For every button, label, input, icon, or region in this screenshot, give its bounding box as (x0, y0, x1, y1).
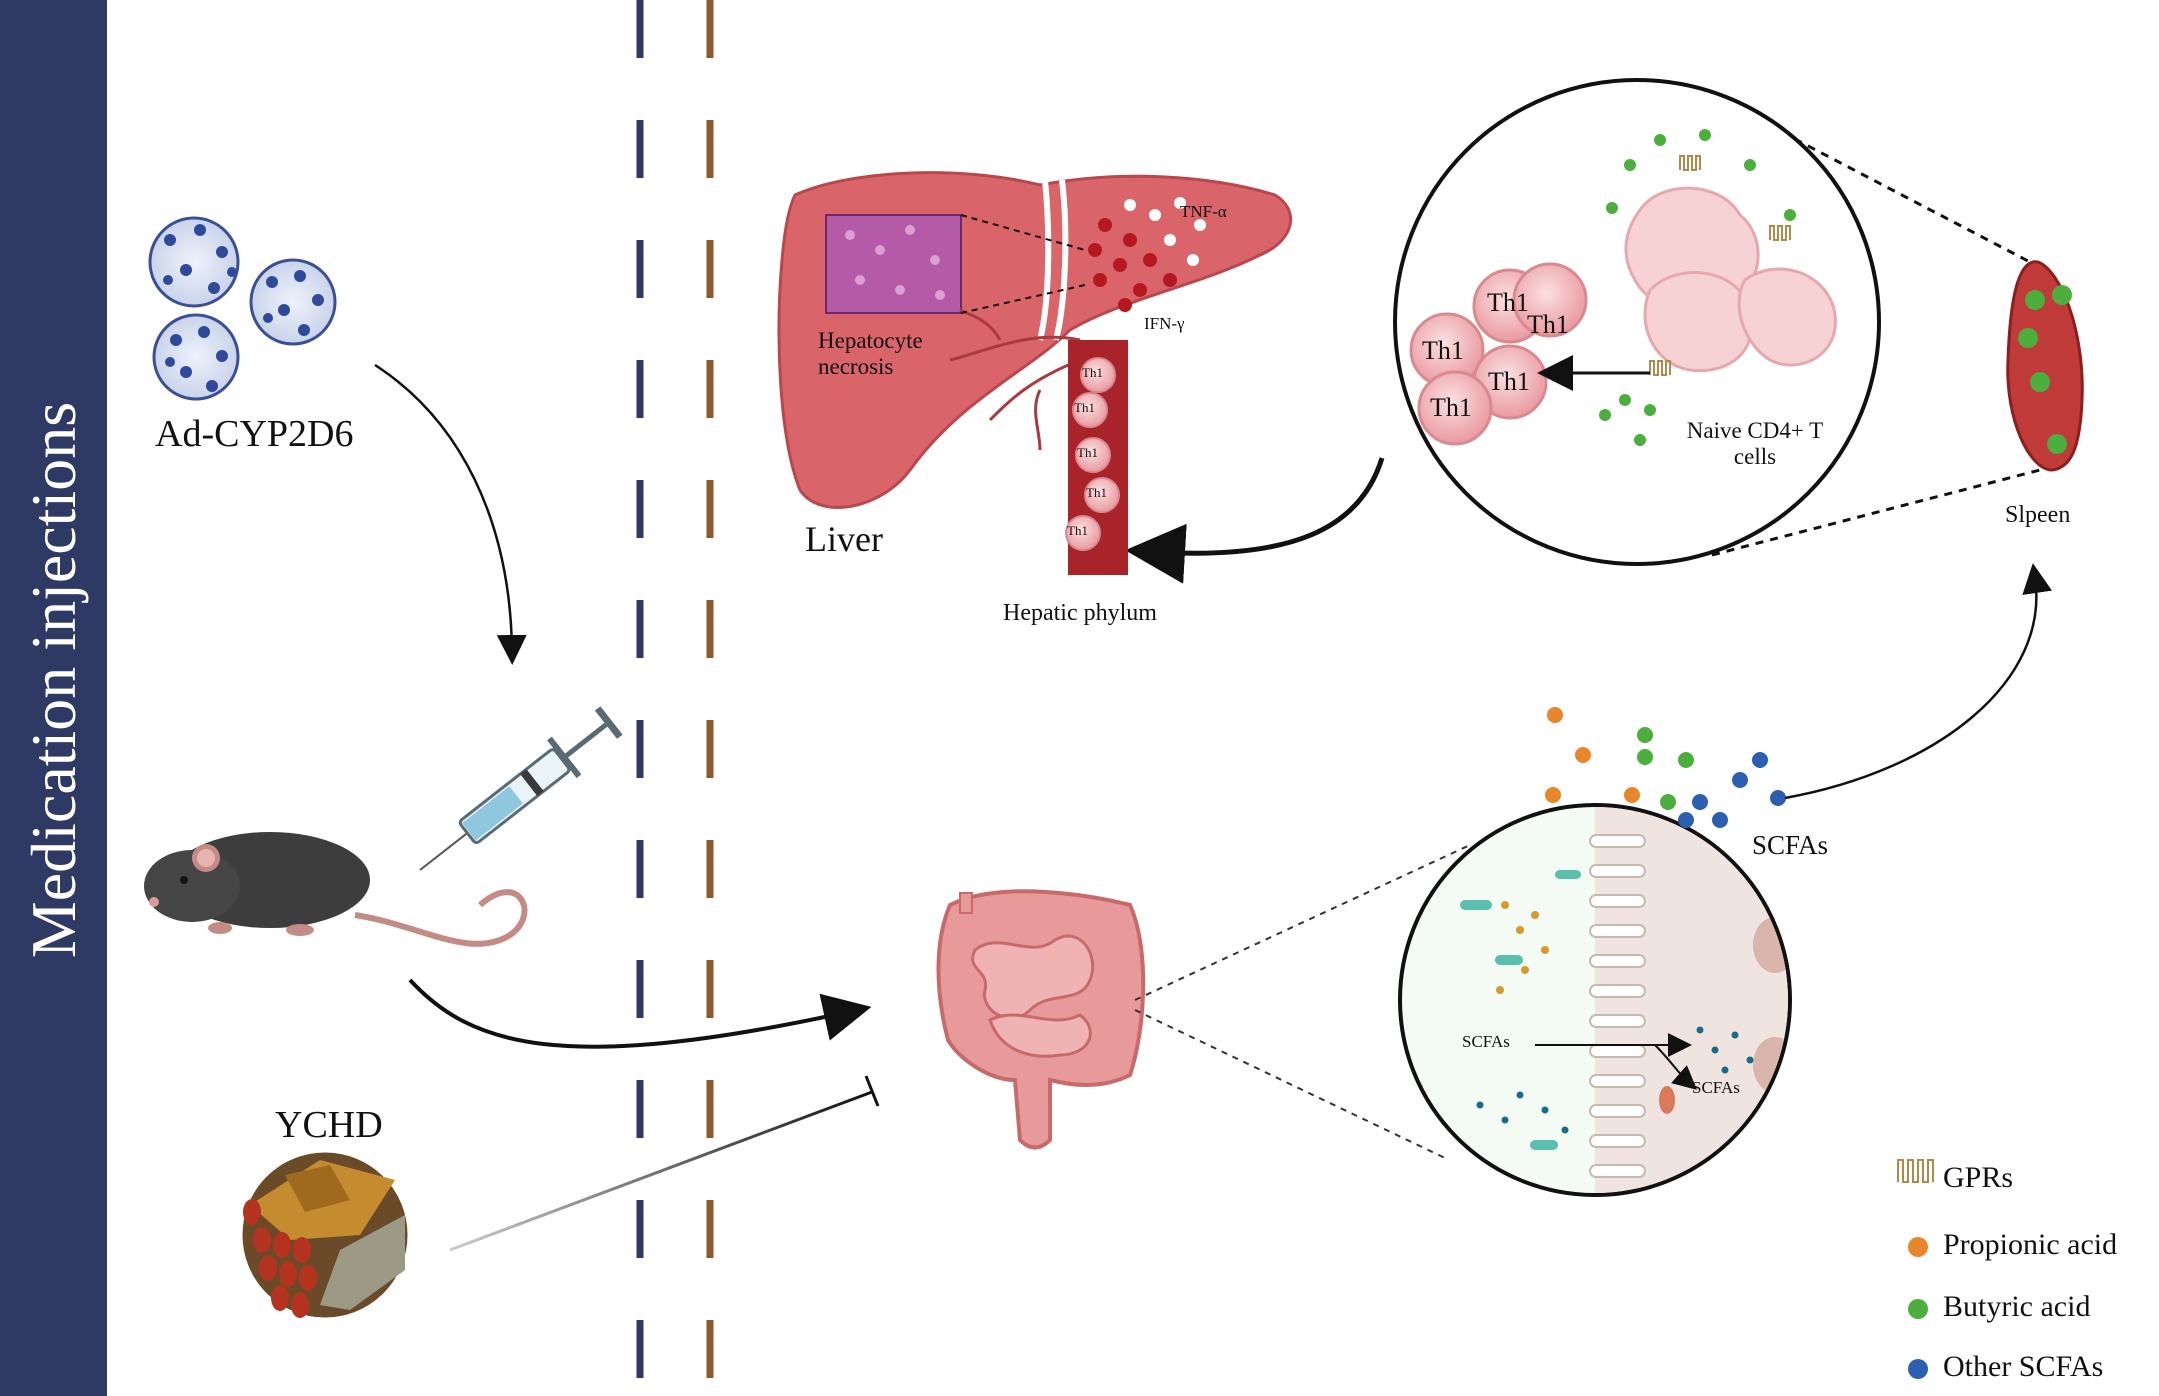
tcell-zoom (1393, 78, 1881, 566)
mouse-to-gut-arrow (408, 978, 872, 1049)
legend-butyric-swatch (1908, 1299, 1928, 1319)
syringe-icon (419, 706, 623, 871)
naive-tcell-label: Naive CD4+ T cells (1686, 418, 1824, 470)
inhibition-bar (864, 1075, 880, 1107)
liver-icon (777, 171, 1293, 509)
th1-cell-label: Th1 (1488, 367, 1530, 396)
th1-vessel-label: Th1 (1077, 445, 1098, 460)
th1-cell-label: Th1 (1430, 393, 1472, 422)
th1-vessel-label: Th1 (1067, 523, 1088, 538)
legend-gprs: GPRs (1943, 1161, 2014, 1194)
th1-cell-label: Th1 (1487, 288, 1529, 317)
scfa-epithelium-label: SCFAs (1692, 1078, 1740, 1097)
hepatic-phylum-label: Hepatic phylum (1003, 600, 1157, 626)
legend-other: Other SCFAs (1943, 1350, 2104, 1383)
th1-cell-label: Th1 (1422, 336, 1464, 365)
legend-butyric: Butyric acid (1943, 1290, 2091, 1323)
receptor-icon (1897, 1159, 1934, 1183)
scfa-label: SCFAs (1752, 830, 1829, 860)
hepatocyte-label: Hepatocyte necrosis (818, 328, 923, 380)
hepatic-vessel (1065, 340, 1128, 575)
herbal-label: YCHD (275, 1104, 383, 1146)
virus-to-mouse-arrow (374, 363, 527, 665)
th1-vessel-label: Th1 (1082, 365, 1103, 380)
scfa-cluster (1545, 707, 1786, 828)
spleen-label: Slpeen (2005, 502, 2071, 528)
spleen-icon (2006, 260, 2084, 472)
tcell-to-liver-arrow (1125, 457, 1385, 584)
th1-vessel-label: Th1 (1074, 400, 1095, 415)
liver-label: Liver (805, 519, 883, 559)
th1-cell-label: Th1 (1527, 310, 1569, 339)
gut-lumen-zoom (1398, 803, 1792, 1197)
legend-propionic: Propionic acid (1943, 1228, 2118, 1261)
virus-label: Ad-CYP2D6 (155, 413, 354, 455)
herbal-inhibition-line (449, 1090, 873, 1252)
herbal-mixture-icon (239, 1149, 411, 1321)
scfa-lumen-label: SCFAs (1462, 1032, 1510, 1051)
legend-propionic-swatch (1908, 1237, 1928, 1257)
tnf-label: TNF-α (1180, 202, 1227, 221)
virus-icon (148, 216, 337, 401)
intestine-icon (936, 889, 1146, 1150)
th1-vessel-label: Th1 (1086, 485, 1107, 500)
legend-other-swatch (1908, 1359, 1928, 1379)
side-panel: Medication injections (0, 0, 107, 1396)
ifn-label: IFN-γ (1144, 314, 1185, 333)
scfa-to-spleen-arrow (1784, 563, 2053, 800)
mouse-icon (144, 832, 528, 947)
